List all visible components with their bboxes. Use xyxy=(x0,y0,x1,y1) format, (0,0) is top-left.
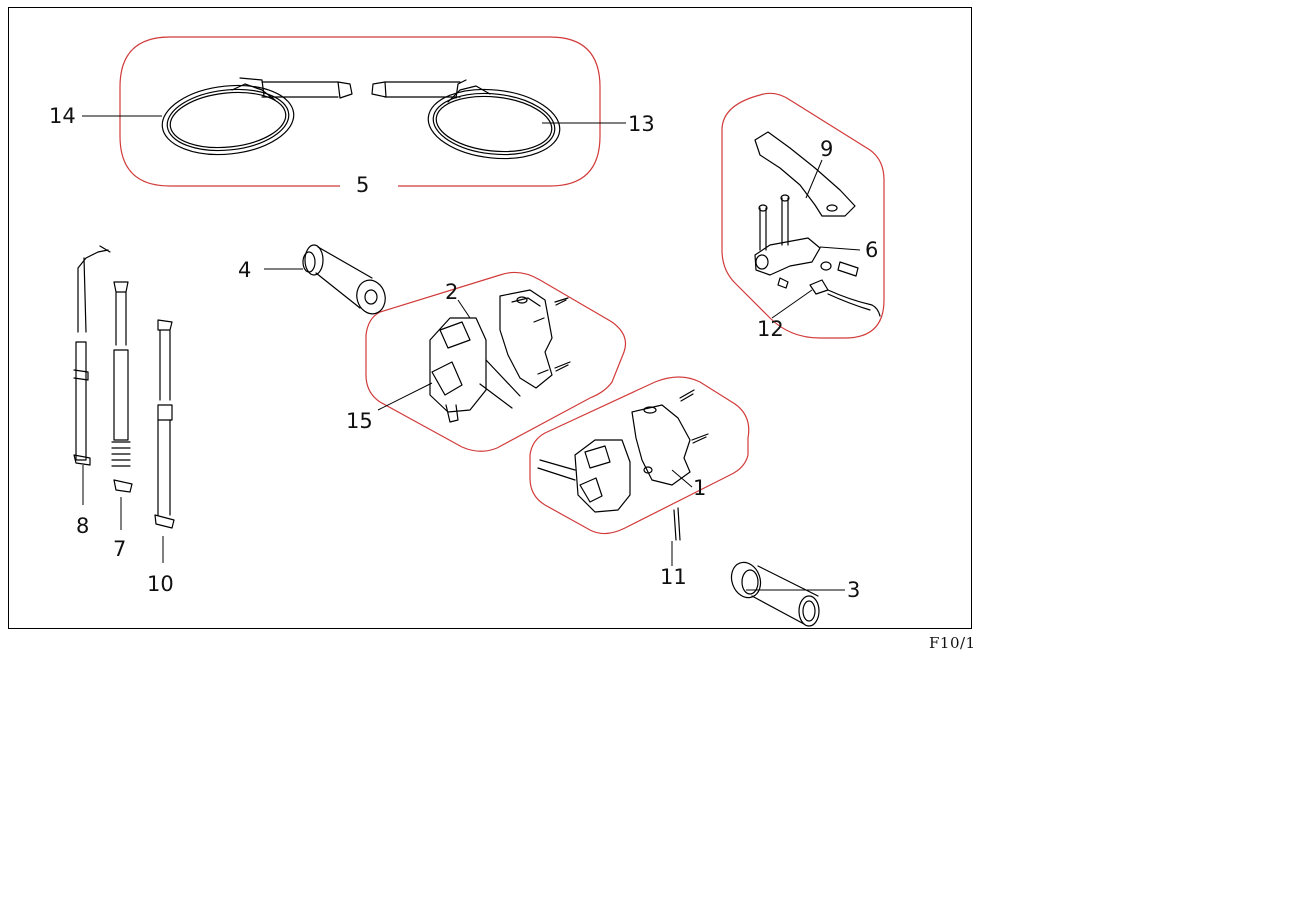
callout-13: 13 xyxy=(628,112,655,136)
callout-14: 14 xyxy=(49,104,76,128)
brake-lever-assembly xyxy=(754,131,881,317)
callout-6: 6 xyxy=(865,238,878,262)
page-code: F10/1 xyxy=(929,634,976,652)
callout-7: 7 xyxy=(113,537,126,561)
callout-15: 15 xyxy=(346,409,373,433)
callout-2: 2 xyxy=(445,280,458,304)
group-outline-brake-lever xyxy=(721,92,885,339)
group-outline-right-switch xyxy=(529,376,750,535)
callout-10: 10 xyxy=(147,572,174,596)
left-grip xyxy=(302,244,386,315)
callout-9: 9 xyxy=(820,137,833,161)
cables xyxy=(73,245,175,529)
right-switch-assembly xyxy=(537,389,709,541)
group-outline-mirrors xyxy=(119,36,601,187)
right-mirror xyxy=(371,79,561,160)
callout-12: 12 xyxy=(757,317,784,341)
left-mirror xyxy=(161,77,353,156)
callout-4: 4 xyxy=(238,258,251,282)
left-switch-assembly xyxy=(429,289,571,423)
leader-lines xyxy=(82,115,861,591)
callout-1: 1 xyxy=(693,476,706,500)
group-outline-left-switch xyxy=(365,271,627,452)
right-grip xyxy=(730,561,820,627)
diagram-frame xyxy=(8,7,972,629)
callout-11: 11 xyxy=(660,565,687,589)
callout-5: 5 xyxy=(356,173,369,197)
callout-3: 3 xyxy=(847,578,860,602)
callout-8: 8 xyxy=(76,514,89,538)
